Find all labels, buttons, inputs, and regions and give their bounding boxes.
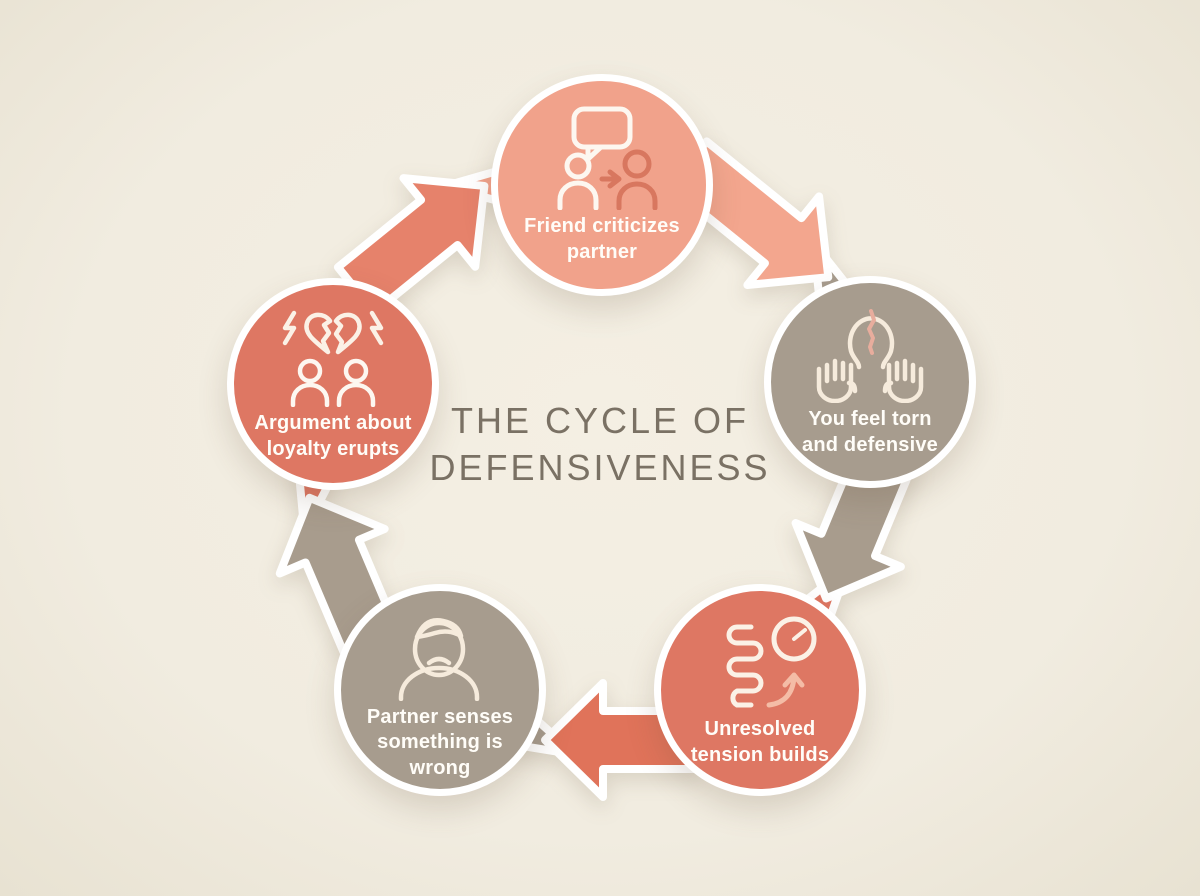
broken-heart-lightning-people-icon xyxy=(282,311,384,408)
svg-text:?: ? xyxy=(469,601,498,650)
confused-person-question-icon: ? xyxy=(398,601,498,701)
node-label: Friend criticizes partner xyxy=(524,215,680,263)
cracked-head-hands-icon xyxy=(816,309,924,404)
node-argument-about-loyalty-erupts: Argument about loyalty erupts xyxy=(227,278,439,490)
node-label: You feel torn and defensive xyxy=(802,408,938,456)
node-unresolved-tension-builds: Unresolved tension builds xyxy=(654,584,866,796)
diagram-title: THE CYCLE OF DEFENSIVENESS xyxy=(429,400,771,488)
node-partner-senses-something-wrong: ? Partner senses something is wrong xyxy=(334,584,546,796)
node-label: Unresolved tension builds xyxy=(690,718,830,766)
node-label: Partner senses something is wrong xyxy=(366,705,514,779)
node-friend-criticizes-partner: Friend criticizes partner xyxy=(491,74,713,296)
node-label: Argument about loyalty erupts xyxy=(254,412,412,460)
spring-pressure-gauge-icon xyxy=(726,616,817,708)
node-you-feel-torn-and-defensive: You feel torn and defensive xyxy=(764,276,976,488)
speech-bubble-people-icon xyxy=(557,106,658,211)
